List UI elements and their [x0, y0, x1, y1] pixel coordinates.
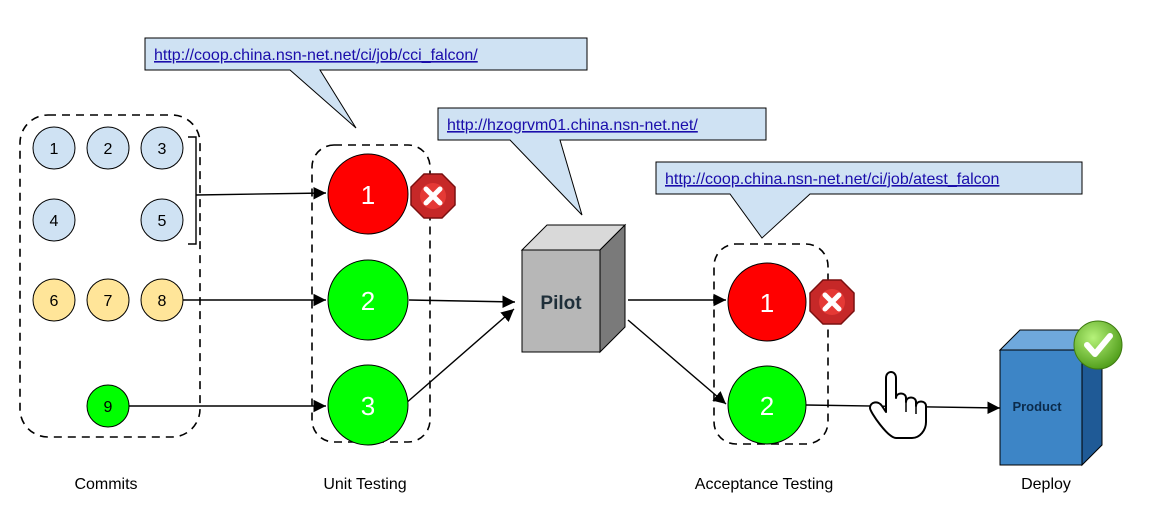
- link-cci[interactable]: http://coop.china.nsn-net.net/ci/job/cci…: [154, 47, 478, 64]
- success-check-icon: [1073, 320, 1123, 370]
- svg-text:2: 2: [104, 141, 113, 158]
- commit-8[interactable]: 8: [140, 278, 184, 322]
- commit-9[interactable]: 9: [86, 384, 130, 428]
- hand-pointer-icon: [869, 371, 927, 439]
- commit-circles: 1 2 3 4 5 6 7 8: [32, 126, 184, 428]
- arrow-pilot-to-acc2: [627, 319, 727, 405]
- commit-1[interactable]: 1: [32, 126, 76, 170]
- callout-pilot: http://hzogrvm01.china.nsn-net.net/: [437, 107, 767, 216]
- commit-bracket: [188, 136, 197, 245]
- svg-text:8: 8: [158, 293, 167, 310]
- svg-text:1: 1: [361, 180, 375, 210]
- pilot-server[interactable]: Pilot: [520, 223, 627, 354]
- commit-5[interactable]: 5: [140, 198, 184, 242]
- unit-test-1[interactable]: 1: [327, 153, 409, 235]
- svg-text:3: 3: [158, 141, 167, 158]
- unit-test-3[interactable]: 3: [327, 364, 409, 446]
- svg-text:7: 7: [104, 293, 113, 310]
- arrow-commits-to-unit1: [195, 186, 327, 200]
- stage-label-acceptance: Acceptance Testing: [695, 476, 833, 493]
- fail-stop-icon: [809, 279, 855, 325]
- commit-6[interactable]: 6: [32, 278, 76, 322]
- pilot-label: Pilot: [540, 293, 582, 314]
- commit-3[interactable]: 3: [140, 126, 184, 170]
- svg-text:6: 6: [50, 293, 59, 310]
- svg-text:1: 1: [760, 288, 774, 318]
- link-pilot[interactable]: http://hzogrvm01.china.nsn-net.net/: [447, 117, 698, 134]
- svg-text:2: 2: [361, 286, 375, 316]
- svg-text:3: 3: [361, 391, 375, 421]
- acceptance-test-2[interactable]: 2: [727, 365, 807, 445]
- stage-label-unit: Unit Testing: [323, 476, 406, 493]
- acceptance-test-1[interactable]: 1: [727, 262, 807, 342]
- svg-text:2: 2: [760, 391, 774, 421]
- svg-text:1: 1: [50, 141, 59, 158]
- unit-testing-group: [311, 144, 431, 443]
- commit-2[interactable]: 2: [86, 126, 130, 170]
- arrow-unit3-to-pilot: [404, 308, 515, 405]
- arrow-unit2-to-pilot: [408, 295, 516, 309]
- svg-text:9: 9: [104, 399, 113, 416]
- svg-text:5: 5: [158, 213, 167, 230]
- svg-text:4: 4: [50, 213, 59, 230]
- commit-7[interactable]: 7: [86, 278, 130, 322]
- fail-stop-icon: [410, 173, 456, 219]
- unit-test-2[interactable]: 2: [327, 259, 409, 341]
- stage-label-deploy: Deploy: [1021, 476, 1071, 493]
- commits-group: [19, 114, 201, 438]
- link-atest[interactable]: http://coop.china.nsn-net.net/ci/job/ate…: [665, 171, 999, 188]
- commit-4[interactable]: 4: [32, 198, 76, 242]
- callout-atest: http://coop.china.nsn-net.net/ci/job/ate…: [655, 161, 1083, 239]
- stage-label-commits: Commits: [74, 476, 137, 493]
- product-label: Product: [1012, 399, 1062, 414]
- callout-cci: http://coop.china.nsn-net.net/ci/job/cci…: [144, 37, 588, 129]
